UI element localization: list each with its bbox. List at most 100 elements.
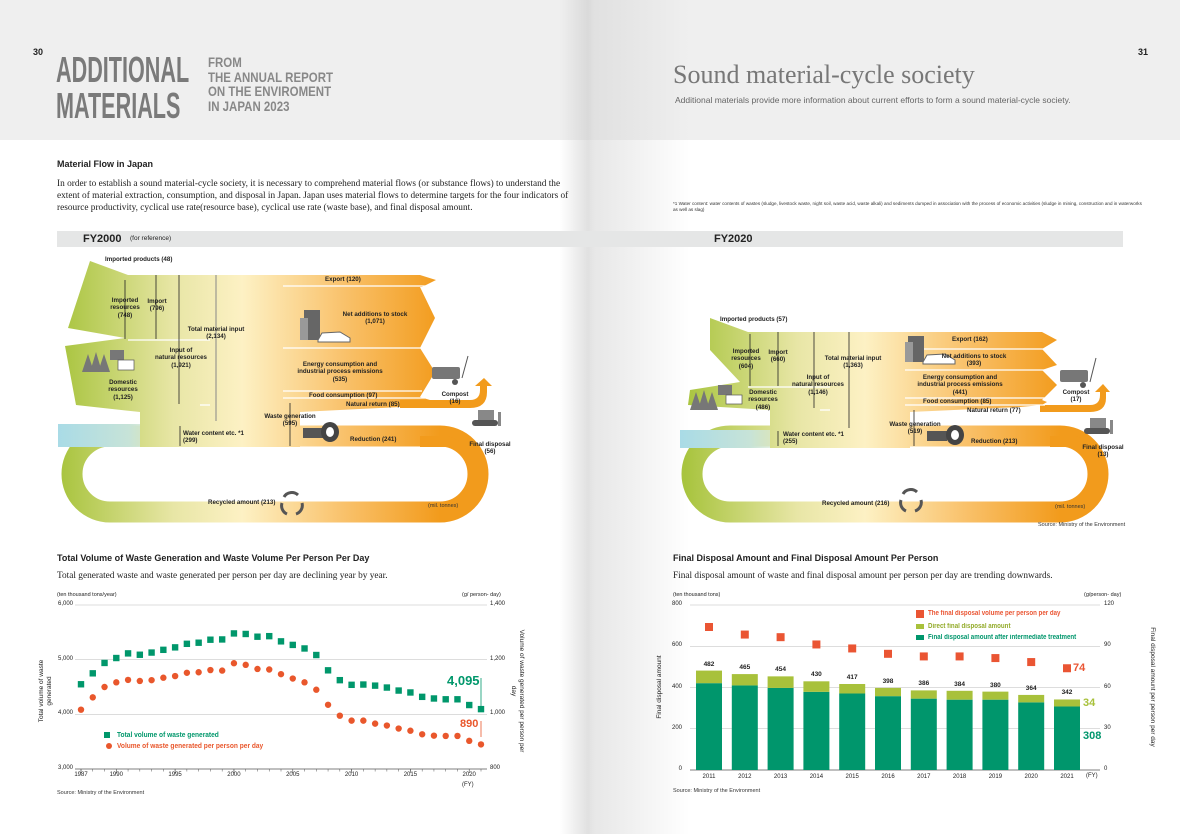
data-point-per-person <box>183 669 191 676</box>
data-point-per-person <box>289 675 296 682</box>
data-point-total-waste <box>407 689 414 696</box>
x-tick-label: 2019 <box>988 774 1003 780</box>
y-tick-label: 5,000 <box>57 655 73 662</box>
data-point-per-person <box>991 654 1000 663</box>
tire-icon <box>303 422 339 442</box>
data-point-total-waste <box>218 636 226 643</box>
flow-label-energy-consumption: Energy consumption and industrial proces… <box>917 374 1003 396</box>
bar-after-treatment <box>731 685 758 770</box>
data-point-per-person <box>919 652 928 661</box>
section-title-line: ADDITIONAL <box>56 49 190 90</box>
y-tick-label: 600 <box>671 642 682 649</box>
legend-marker-total <box>104 732 110 738</box>
bar-direct-disposal <box>875 687 901 697</box>
data-point-total-waste <box>336 676 344 684</box>
bar-after-treatment <box>1018 702 1045 770</box>
legend-label-total: Total volume of waste generated <box>117 730 219 739</box>
section-title: ADDITIONAL MATERIALS <box>56 52 189 124</box>
annotation-per-person-2021: 74 <box>1073 662 1086 674</box>
right-axis-unit: (g/ person- day) <box>462 592 501 598</box>
data-point-per-person <box>89 694 96 701</box>
data-point-per-person <box>171 672 179 680</box>
compost-arrow <box>400 378 492 408</box>
flow-label-net-additions-stock: Net additions to stock (393) <box>941 353 1007 368</box>
subtitle-line: FROM <box>208 54 242 70</box>
x-tick-label: 2020 <box>462 772 476 778</box>
legend-label-per-person: The final disposal volume per person per… <box>928 610 1061 617</box>
forest-icon <box>82 350 135 372</box>
section-title-line: MATERIALS <box>56 85 181 126</box>
waste-chart-heading: Total Volume of Waste Generation and Was… <box>57 553 370 563</box>
x-axis-label: (FY) <box>1086 773 1098 779</box>
data-point-total-waste <box>242 630 249 638</box>
flow-label-domestic-resources: Domestic resources (486) <box>748 389 778 411</box>
data-point-per-person <box>301 679 308 686</box>
data-point-per-person <box>348 717 355 724</box>
x-tick-label: 2012 <box>738 774 752 780</box>
bar-direct-disposal <box>1018 694 1045 703</box>
bar-direct-disposal <box>839 683 866 694</box>
data-point-total-waste <box>171 644 179 651</box>
bar-direct-disposal <box>803 681 830 692</box>
bar-total-label: 342 <box>1061 689 1073 697</box>
y-right-tick-label: 30 <box>1104 724 1111 731</box>
data-point-per-person <box>1027 658 1036 667</box>
data-point-per-person <box>160 674 167 681</box>
x-tick-label: 1995 <box>168 772 182 778</box>
bar-total-label: 364 <box>1025 684 1037 692</box>
footnote: *1 Water content: water contents of wast… <box>673 201 1142 212</box>
flow-label-compost: Compost (17) <box>1062 389 1090 404</box>
legend-label-per-person: Volume of waste generated per person per… <box>117 741 264 750</box>
flow-label-natural-return: Natural return (77) <box>967 407 1021 414</box>
data-point-total-waste <box>89 670 96 677</box>
bar-after-treatment <box>1054 706 1080 770</box>
flow-label-domestic-resources: Domestic resources (1,125) <box>108 379 138 401</box>
data-point-per-person <box>884 649 892 658</box>
data-point-per-person <box>430 732 438 739</box>
data-point-per-person <box>324 701 332 708</box>
data-point-total-waste <box>101 659 108 667</box>
data-point-per-person <box>383 722 391 729</box>
data-point-total-waste <box>183 640 191 648</box>
y-tick-label: 400 <box>671 683 682 690</box>
flow-label-final-disposal: Final disposal (13) <box>1082 444 1124 459</box>
input-band <box>688 318 1057 448</box>
data-point-total-waste <box>371 682 379 689</box>
bar-direct-disposal <box>1054 699 1080 707</box>
unit-label: (mil. tonnes) <box>428 503 459 509</box>
fy-bar <box>57 231 1123 247</box>
bar-direct-disposal <box>910 690 937 699</box>
x-tick-label: 2017 <box>917 774 931 780</box>
flow-label-food-consumption: Food consumption (85) <box>923 398 992 405</box>
bar-total-label: 398 <box>882 677 894 685</box>
x-tick-label: 1990 <box>109 772 123 778</box>
bar-after-treatment <box>696 683 722 770</box>
data-point-per-person <box>395 725 402 732</box>
legend-label-after-treatment: Final disposal amount after intermediate… <box>928 634 1077 641</box>
y-tick-label: 800 <box>671 601 682 607</box>
bar-direct-disposal <box>982 691 1009 700</box>
x-tick-label: 2021 <box>1060 774 1074 780</box>
bar-direct-disposal <box>731 674 758 686</box>
flow-label-imported-resources: Imported resources (604) <box>731 348 761 370</box>
flow-label-imported-products: Imported products (57) <box>720 316 788 323</box>
data-point-per-person <box>848 644 857 653</box>
data-point-total-waste <box>477 705 485 713</box>
y-right-tick-label: 0 <box>1104 766 1108 772</box>
data-point-per-person <box>101 683 108 691</box>
data-point-total-waste <box>324 667 332 674</box>
bar-direct-disposal <box>767 676 794 688</box>
bar-direct-disposal <box>696 670 722 684</box>
bar-after-treatment <box>910 698 937 770</box>
compost-arrow <box>1040 384 1110 412</box>
data-point-total-waste <box>289 641 296 649</box>
bar-after-treatment <box>839 693 866 770</box>
tire-icon <box>927 425 964 445</box>
data-point-total-waste <box>442 696 449 703</box>
data-point-total-waste <box>195 639 202 646</box>
data-point-per-person <box>336 712 344 719</box>
fy2000-note: (for reference) <box>130 235 172 242</box>
data-point-total-waste <box>207 636 214 643</box>
unit-label: (mil. tonnes) <box>1055 504 1086 510</box>
annotation-per-person-2021: 890 <box>460 718 479 730</box>
